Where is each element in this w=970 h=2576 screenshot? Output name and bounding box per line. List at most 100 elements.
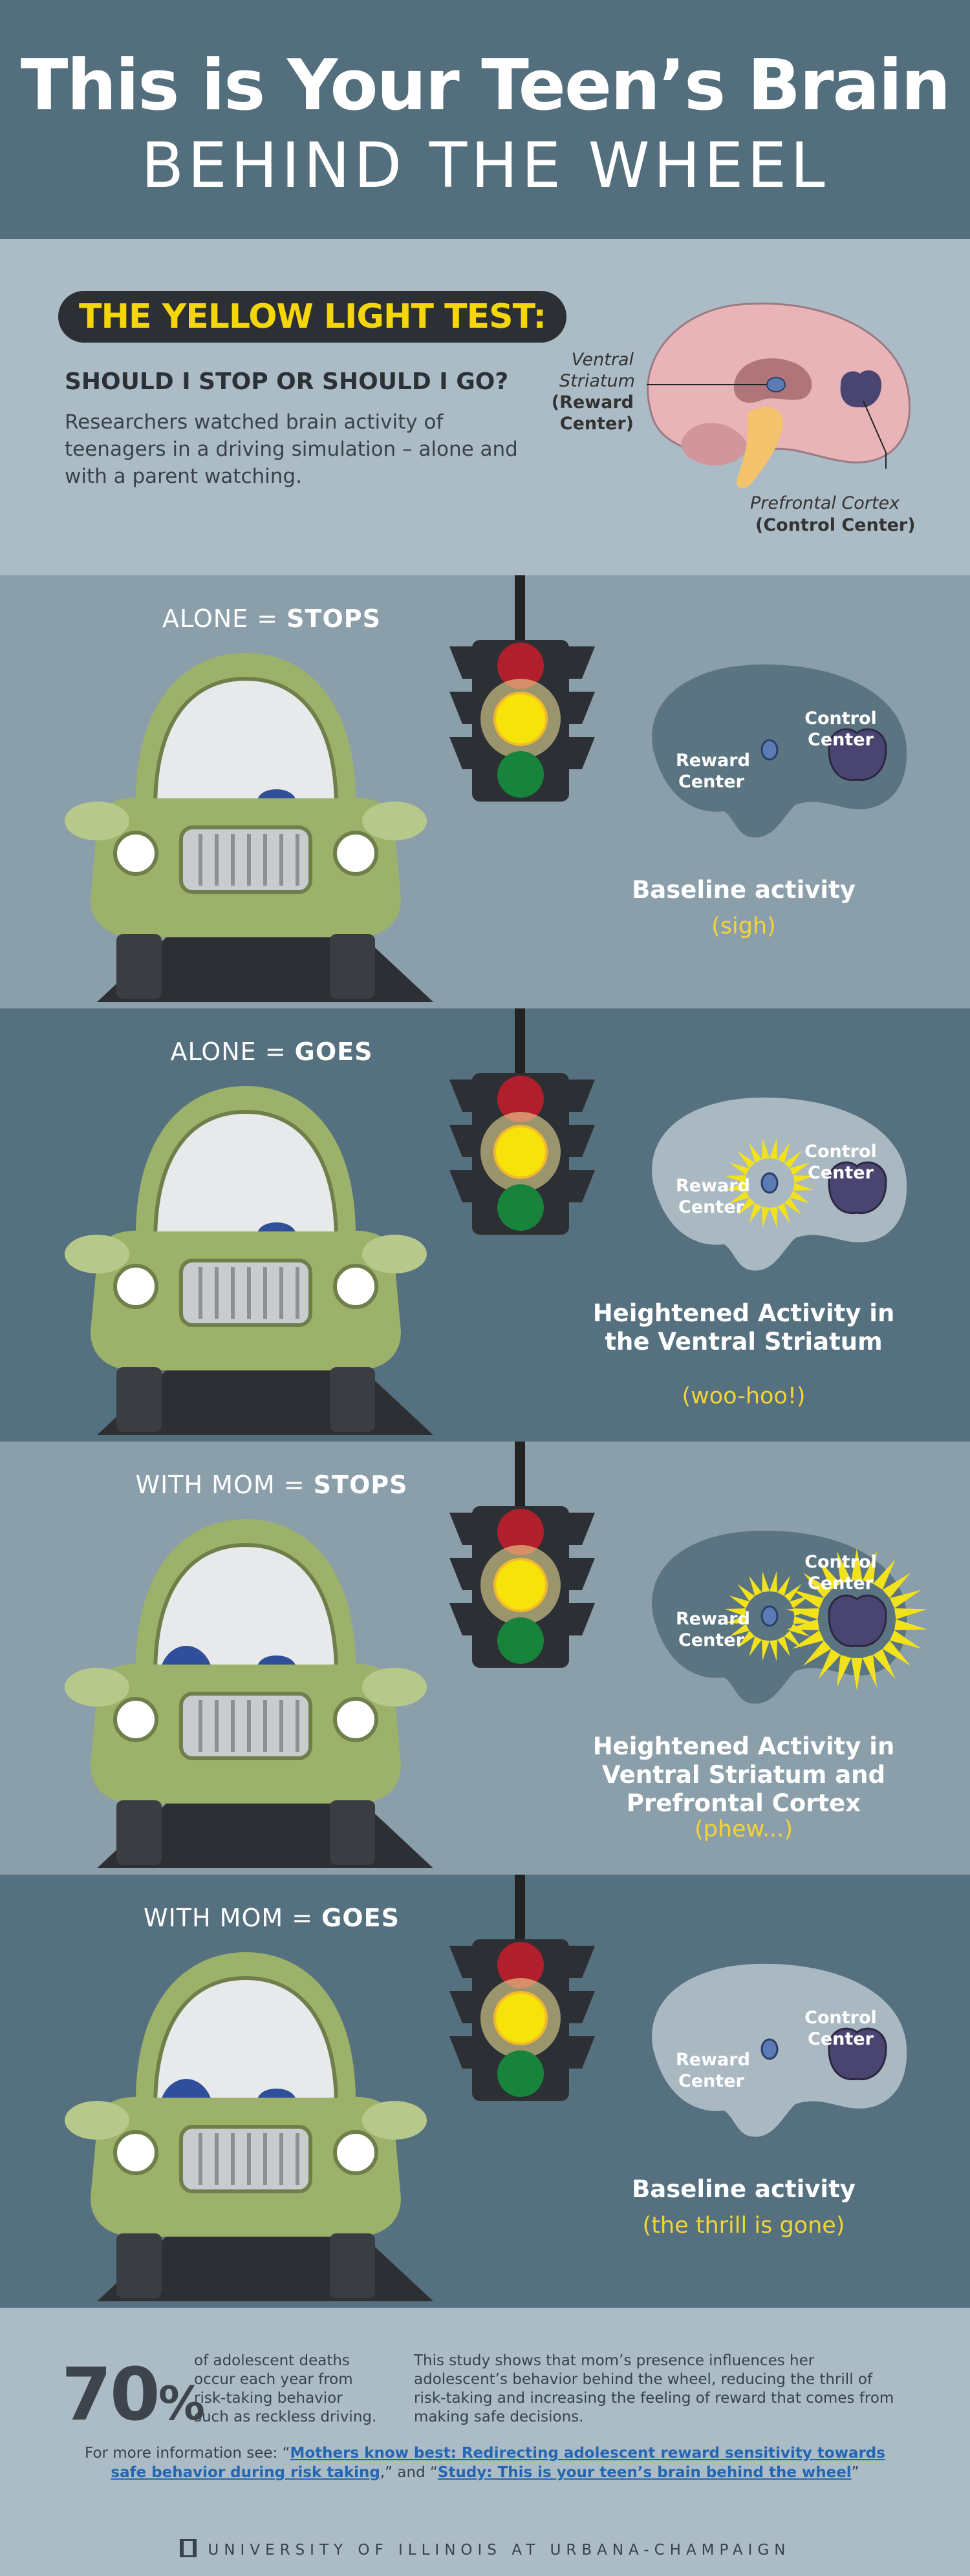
- car-illustration: [65, 1952, 433, 2301]
- control-center-label: Control Center: [804, 708, 877, 750]
- reward-center-label: Reward Center: [676, 750, 750, 792]
- activity-caption: Baseline activity: [632, 2175, 856, 2203]
- wheel-left: [116, 1800, 162, 1865]
- brainstem: [737, 407, 783, 489]
- red-light: [497, 643, 544, 689]
- reward-center-label: Reward Center: [676, 1176, 750, 1217]
- windshield: [153, 1975, 339, 2109]
- windshield: [153, 1109, 339, 1243]
- headlight-right: [333, 2130, 378, 2175]
- wheel-right: [330, 934, 375, 999]
- intro-section: THE YELLOW LIGHT TEST: SHOULD I STOP OR …: [0, 239, 970, 575]
- headlight-left: [113, 831, 158, 876]
- page-subtitle: BEHIND THE WHEEL: [141, 129, 829, 202]
- reward-center: [760, 739, 779, 761]
- prefrontal-cortex-label: Prefrontal Cortex: [750, 493, 900, 513]
- headlight-left: [113, 2130, 158, 2175]
- reward-center-label: (Reward Center): [551, 392, 634, 434]
- brain-activity: [652, 664, 907, 838]
- reward-center: [760, 2038, 779, 2060]
- wheel-right: [330, 1367, 375, 1432]
- intro-description: Researchers watched brain activity of te…: [65, 410, 518, 488]
- reward-center: [760, 1605, 779, 1627]
- red-light: [497, 1509, 544, 1555]
- more-info: For more information see: “Mothers know …: [85, 2445, 885, 2481]
- green-light: [497, 1617, 544, 1664]
- green-light: [497, 1184, 544, 1231]
- scene-title: WITH MOM = STOPS: [135, 1471, 408, 1499]
- traffic-light: [449, 575, 595, 802]
- traffic-light: [449, 1875, 595, 2101]
- university-name: UNIVERSITY OF ILLINOIS AT URBANA-CHAMPAI…: [0, 2539, 970, 2559]
- scene-alone-stops: ALONE = STOPS: [0, 575, 970, 1008]
- yellow-light: [493, 1125, 548, 1179]
- wheel-left: [116, 1367, 162, 1432]
- scene-mom-stops: WITH MOM = STOPS: [0, 1442, 970, 1875]
- control-center: [828, 2027, 887, 2081]
- header: This is Your Teen’s Brain BEHIND THE WHE…: [0, 0, 970, 239]
- wheel-left: [116, 934, 162, 999]
- grille: [179, 1692, 312, 1760]
- scene-title: ALONE = GOES: [170, 1038, 373, 1066]
- illinois-logo-icon: [179, 2539, 197, 2557]
- control-center-label: Control Center: [804, 2008, 877, 2049]
- scene-mom-goes: WITH MOM = GOES: [0, 1875, 970, 2308]
- yellow-light: [493, 1991, 548, 2045]
- grille: [179, 825, 312, 894]
- control-center-label: Control Center: [804, 1552, 877, 1593]
- traffic-light: [449, 1008, 595, 1235]
- control-center: [828, 1594, 887, 1648]
- study-link-2[interactable]: Study: This is your teen’s brain behind …: [437, 2464, 852, 2481]
- wheel-right: [330, 2233, 375, 2298]
- page-title: This is Your Teen’s Brain: [20, 45, 951, 126]
- red-light: [497, 1076, 544, 1122]
- control-center-label: Control Center: [804, 1142, 877, 1183]
- windshield: [153, 1542, 339, 1676]
- yellow-light: [493, 692, 548, 746]
- windshield: [153, 676, 339, 810]
- ventral-striatum-label: Ventral Striatum: [559, 350, 635, 391]
- reward-center: [760, 1172, 779, 1194]
- grille: [179, 1259, 312, 1327]
- yellow-light-test-badge: THE YELLOW LIGHT TEST:: [58, 291, 566, 343]
- control-center-label: (Control Center): [755, 515, 916, 535]
- study-link-1[interactable]: Mothers know best: Redirecting adolescen…: [111, 2445, 885, 2481]
- reaction-text: (phew...): [694, 1816, 793, 1842]
- brain-activity: [652, 1963, 907, 2137]
- reaction-text: (woo-hoo!): [682, 1383, 806, 1409]
- car-illustration: [65, 1519, 433, 1868]
- green-light: [497, 2050, 544, 2097]
- headlight-right: [333, 1264, 378, 1309]
- cerebellum: [681, 423, 748, 466]
- car-illustration: [65, 1086, 433, 1435]
- intro-question: SHOULD I STOP OR SHOULD I GO?: [65, 368, 509, 395]
- footer: 70% of adolescent deaths occur each year…: [0, 2308, 970, 2576]
- wheel-left: [116, 2233, 162, 2298]
- scene-title: ALONE = STOPS: [162, 604, 381, 633]
- headlight-right: [333, 1697, 378, 1742]
- activity-caption: Baseline activity: [632, 876, 856, 904]
- headlight-right: [333, 831, 378, 876]
- car-illustration: [65, 653, 433, 1002]
- reward-center-label: Reward Center: [676, 2050, 750, 2091]
- activity-caption: Heightened Activity in the Ventral Stria…: [592, 1299, 895, 1356]
- headlight-left: [113, 1264, 158, 1309]
- grille: [179, 2125, 312, 2193]
- green-light: [497, 751, 544, 798]
- ventral-striatum: [766, 377, 786, 392]
- stat-percent: 70%: [61, 2353, 205, 2437]
- yellow-light: [493, 1558, 548, 1612]
- reaction-text: (sigh): [711, 913, 776, 939]
- scene-alone-goes: ALONE = GOES: [0, 1008, 970, 1442]
- wheel-right: [330, 1800, 375, 1865]
- control-center: [828, 1161, 887, 1215]
- control-center: [828, 728, 887, 782]
- traffic-light: [449, 1442, 595, 1668]
- reaction-text: (the thrill is gone): [642, 2213, 845, 2239]
- activity-caption: Heightened Activity in Ventral Striatum …: [592, 1732, 895, 1817]
- red-light: [497, 1942, 544, 1988]
- prefrontal-cortex: [840, 370, 881, 408]
- brain-activity: [652, 1097, 907, 1271]
- reward-center-label: Reward Center: [676, 1609, 750, 1650]
- brain-activity: [652, 1530, 927, 1704]
